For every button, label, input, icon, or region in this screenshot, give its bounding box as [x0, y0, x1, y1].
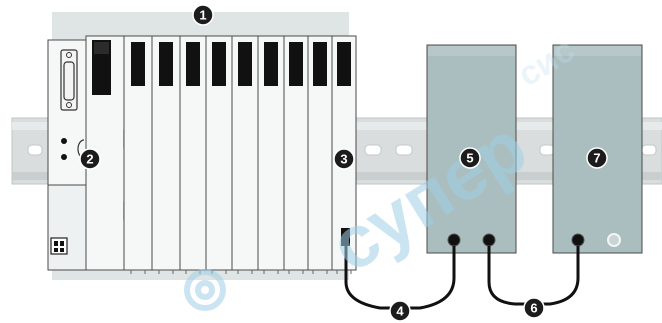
io-module: [123, 35, 153, 274]
power-connector-icon: [50, 237, 68, 255]
io-module: [205, 35, 233, 274]
io-module: [307, 35, 333, 274]
io-module: [231, 35, 259, 274]
io-module: [283, 35, 309, 274]
serial-port-icon: [60, 49, 78, 111]
callout-3: 3: [333, 148, 355, 170]
callout-2: 2: [79, 148, 101, 170]
callout-2-label: 2: [86, 152, 93, 167]
status-led-icon: [61, 138, 67, 144]
power-supply-module: [47, 39, 87, 271]
remote-module-b: [552, 44, 643, 254]
callout-7: 7: [586, 147, 608, 169]
terminator-plug-icon: [607, 233, 621, 247]
callout-7-label: 7: [593, 151, 600, 166]
callout-1: 1: [192, 4, 214, 26]
cable-port-icon: [482, 233, 496, 247]
io-module: [151, 35, 181, 274]
io-module: [179, 35, 207, 274]
callout-6-label: 6: [530, 301, 537, 316]
io-module-rack: [123, 35, 357, 274]
callout-1-label: 1: [199, 8, 206, 23]
callout-5-label: 5: [466, 151, 473, 166]
cable-port-icon: [447, 233, 461, 247]
status-led-icon: [61, 154, 67, 160]
callout-4: 4: [389, 300, 411, 322]
bus-connector-icon: [341, 228, 350, 246]
callout-5: 5: [459, 147, 481, 169]
callout-6: 6: [523, 297, 545, 319]
cable-port-icon: [571, 233, 585, 247]
bus-cable-2: [487, 246, 580, 306]
watermark-gear-icon: [184, 269, 226, 311]
io-module: [257, 35, 285, 274]
callout-3-label: 3: [340, 152, 347, 167]
callout-4-label: 4: [396, 304, 404, 319]
